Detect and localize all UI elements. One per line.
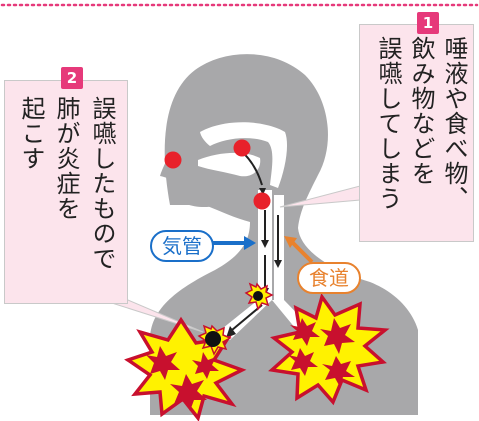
trachea-label: 気管 [150,230,214,262]
red-dot-nose [164,151,182,169]
callout-2-line-3: 起こす [17,96,45,171]
esophagus-label: 食道 [297,262,361,294]
callout-2-line-2: 肺が炎症を [52,96,80,221]
red-dot-throat [253,192,271,210]
face-profile [160,80,215,208]
callout-box-2 [4,80,128,304]
tongue-gap [198,152,261,177]
particle-lower [205,331,221,347]
callout-1-badge: 1 [417,12,439,34]
callout-box-1 [359,24,474,242]
callout-1-line-1: 唾液や食べ物、 [440,36,468,211]
lung-inflammation-spots [146,318,355,411]
callout-1-line-2: 飲み物などを [407,36,435,186]
callout-2-badge: 2 [61,67,83,89]
esophagus-arrow [288,238,314,264]
red-dot-mouth [233,139,251,157]
oral-cavity [200,122,288,188]
flow-arrows [231,149,279,331]
callout-1-line-3: 誤嚥してしまう [374,36,402,211]
callout-2-line-1: 誤嚥したもので [88,96,116,271]
particle-upper [253,291,263,301]
dotted-top-border [0,3,479,7]
